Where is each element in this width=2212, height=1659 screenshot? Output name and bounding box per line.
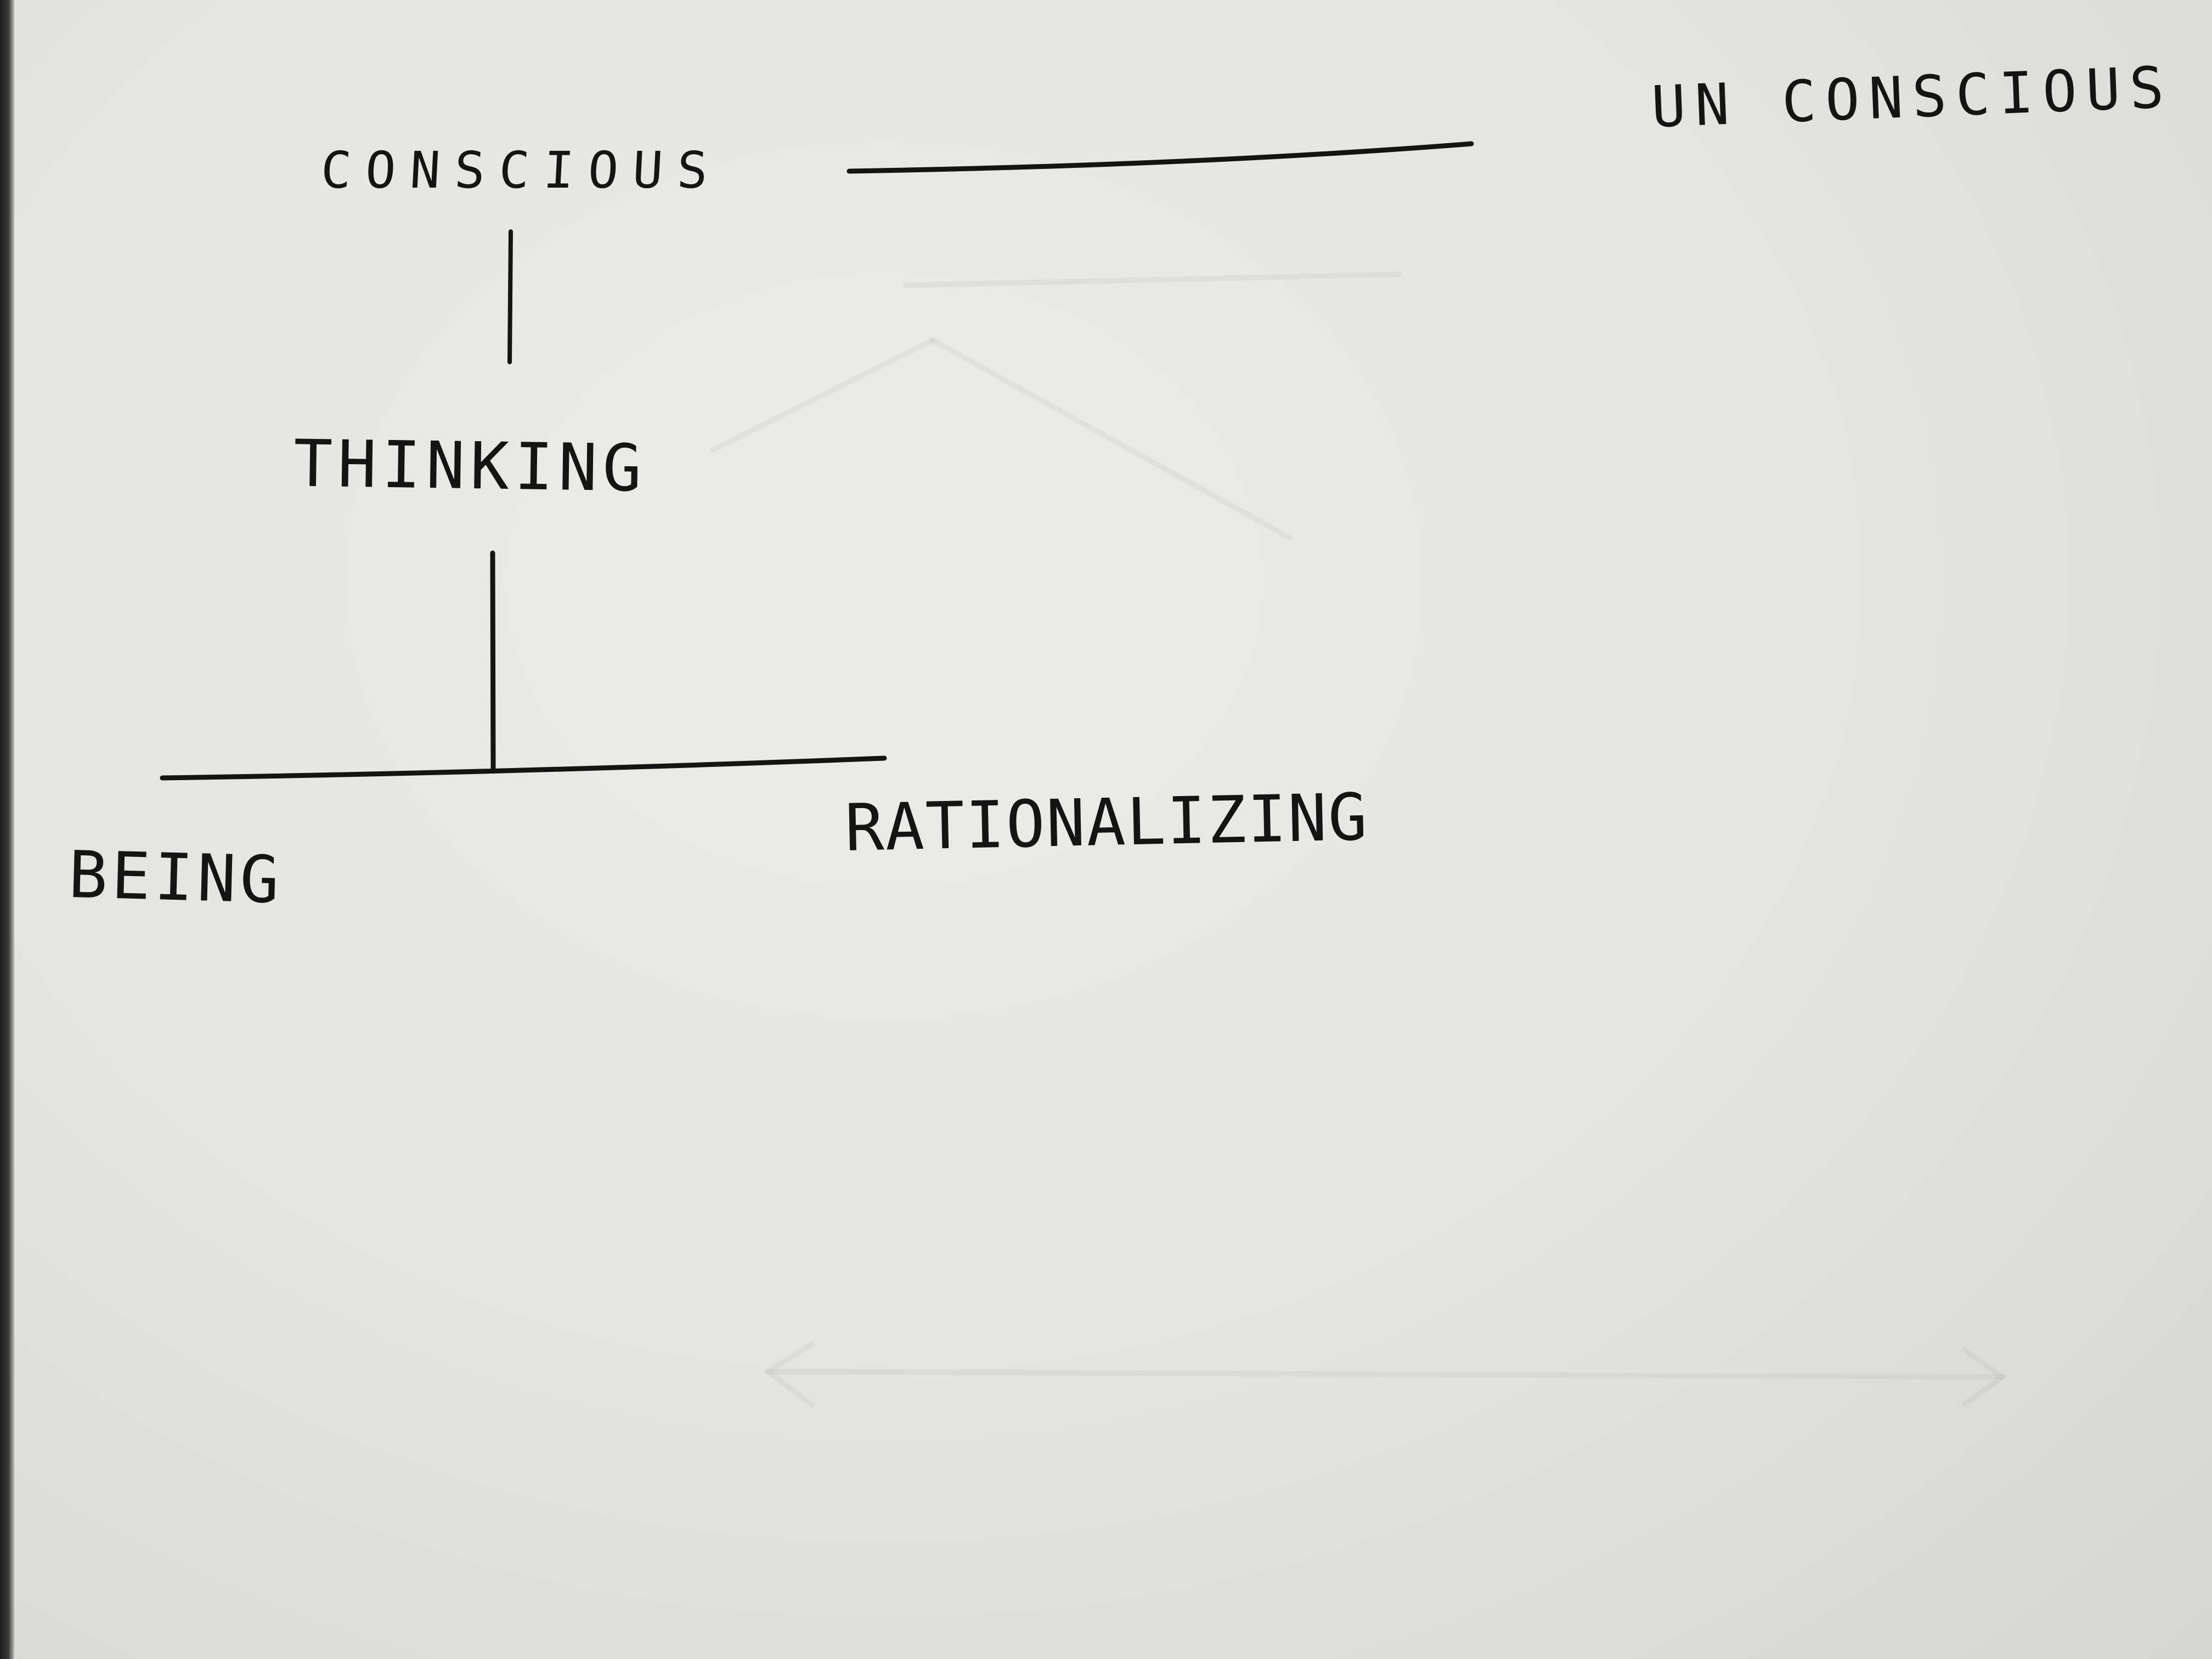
label-rationalizing: RATIONALIZING — [844, 779, 1369, 866]
show-through-marks — [710, 272, 2007, 1407]
connector-conscious-thinking — [507, 229, 513, 364]
label-thinking: THINKING — [293, 425, 647, 506]
show-through-arrow-line — [765, 1369, 2005, 1380]
label-being: BEING — [67, 836, 284, 918]
baseline-being-rationalizing — [160, 755, 887, 781]
ink-strokes — [160, 141, 1474, 781]
show-through-arrow-left — [763, 1341, 815, 1407]
connector-conscious-unconscious — [847, 141, 1474, 174]
show-through-scribble-1 — [902, 272, 1402, 288]
show-through-scribble-3 — [930, 337, 1292, 540]
show-through-scribble-2 — [710, 337, 935, 453]
label-conscious: CONSCIOUS — [319, 141, 724, 200]
show-through-arrow-right — [1961, 1347, 2007, 1407]
notebook-binding-edge — [0, 0, 14, 1659]
